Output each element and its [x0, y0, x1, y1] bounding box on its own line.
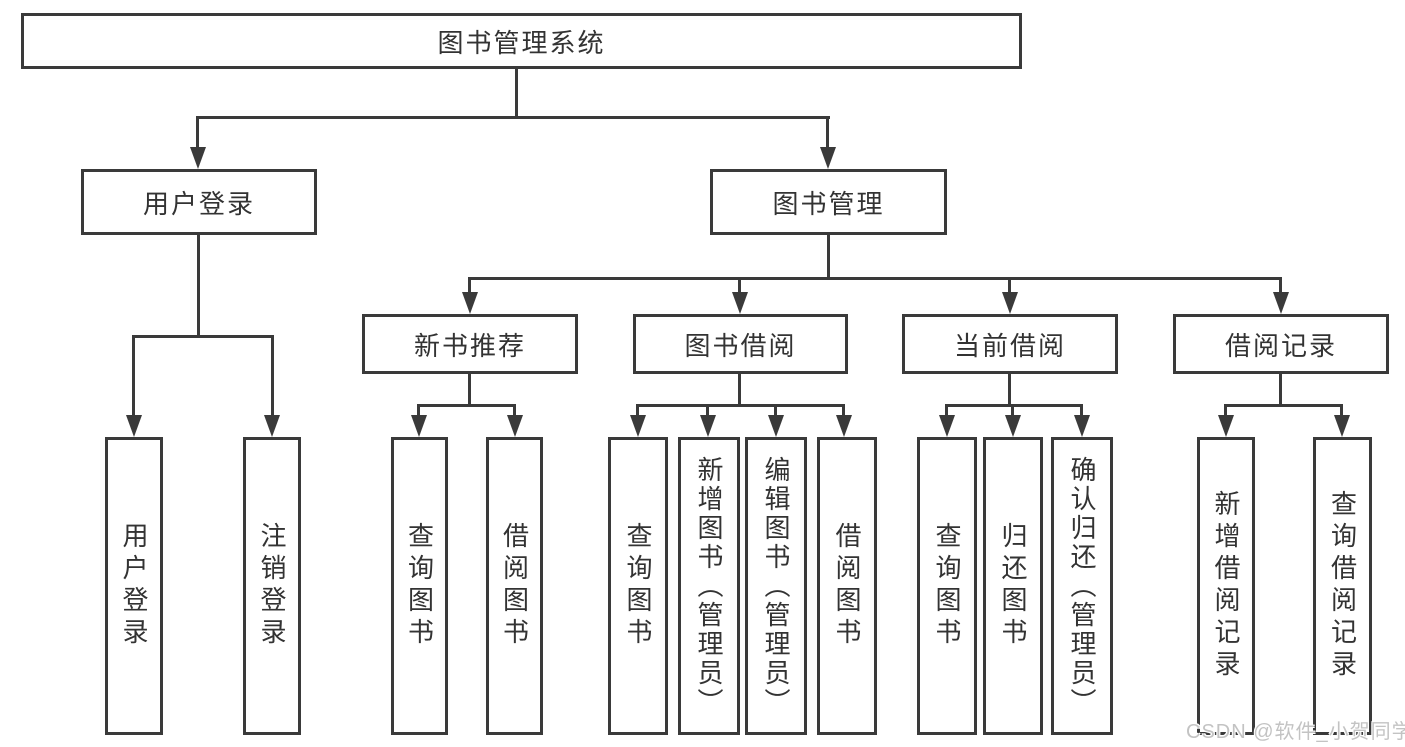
arrow-down-icon — [462, 292, 478, 314]
leaf-label: 新增图书（管理员） — [694, 455, 724, 717]
connector-borrowing-stem — [738, 372, 741, 406]
connector-current-stem — [1008, 372, 1011, 406]
leaf-label: 新增借阅记录 — [1211, 490, 1241, 682]
connector-user-login-drop-right — [271, 335, 274, 419]
node-borrowing-records: 借阅记录 — [1173, 314, 1389, 374]
arrow-down-icon — [700, 415, 716, 437]
node-current-borrowing: 当前借阅 — [902, 314, 1118, 374]
connector-book-mgmt-bar — [468, 277, 1282, 280]
arrow-down-icon — [1002, 292, 1018, 314]
leaf-label: 查询图书 — [404, 522, 435, 650]
arrow-down-icon — [507, 415, 523, 437]
connector-root-bar — [196, 116, 830, 119]
connector-records-bar — [1224, 404, 1343, 407]
leaf-label: 查询图书 — [623, 522, 653, 650]
node-query-books-borrowing: 查询图书 — [608, 437, 668, 735]
connector-user-login-drop-left — [132, 335, 135, 419]
node-library-management-system: 图书管理系统 — [21, 13, 1022, 69]
node-query-books-recommend: 查询图书 — [391, 437, 448, 735]
node-add-borrow-record: 新增借阅记录 — [1197, 437, 1255, 735]
leaf-label: 归还图书 — [998, 522, 1028, 650]
connector-newbook-bar — [417, 404, 516, 407]
arrow-down-icon — [411, 415, 427, 437]
leaf-label: 借阅图书 — [832, 522, 862, 650]
node-user-login: 用户登录 — [81, 169, 317, 235]
connector-book-mgmt-stem — [827, 235, 830, 279]
arrow-down-icon — [126, 415, 142, 437]
connector-current-bar — [945, 404, 1083, 407]
connector-root-drop-right — [826, 116, 829, 150]
node-edit-book-admin: 编辑图书（管理员） — [745, 437, 807, 735]
leaf-label: 查询图书 — [932, 522, 962, 650]
connector-user-login-bar — [132, 335, 274, 338]
node-add-book-admin: 新增图书（管理员） — [678, 437, 740, 735]
csdn-watermark: CSDN @软件_小贺同学 — [1186, 721, 1405, 743]
node-borrow-books-leaf: 借阅图书 — [817, 437, 877, 735]
arrow-down-icon — [768, 415, 784, 437]
connector-newbook-drop-2 — [513, 404, 516, 418]
connector-book-mgmt-drop-4 — [1279, 277, 1282, 295]
leaf-label: 注销登录 — [257, 522, 287, 650]
node-borrow-books-recommend: 借阅图书 — [486, 437, 543, 735]
leaf-label: 借阅图书 — [499, 522, 530, 650]
connector-book-mgmt-drop-3 — [1008, 277, 1011, 295]
connector-book-mgmt-drop-1 — [468, 277, 471, 295]
connector-current-drop-1 — [945, 404, 948, 418]
connector-records-drop-1 — [1224, 404, 1227, 418]
node-book-management: 图书管理 — [710, 169, 947, 235]
arrow-down-icon — [939, 415, 955, 437]
connector-borrowing-drop-3 — [774, 404, 777, 418]
connector-borrowing-bar — [636, 404, 845, 407]
node-query-borrow-record: 查询借阅记录 — [1313, 437, 1372, 735]
connector-records-stem — [1279, 372, 1282, 406]
node-user-login-leaf: 用户登录 — [105, 437, 163, 735]
arrow-down-icon — [264, 415, 280, 437]
leaf-label: 确认归还（管理员） — [1067, 455, 1097, 717]
connector-user-login-stem — [197, 235, 200, 337]
connector-root-drop-left — [196, 116, 199, 150]
connector-current-drop-3 — [1080, 404, 1083, 418]
arrow-down-icon — [190, 147, 206, 169]
arrow-down-icon — [1005, 415, 1021, 437]
arrow-down-icon — [630, 415, 646, 437]
connector-borrowing-drop-2 — [706, 404, 709, 418]
leaf-label: 查询借阅记录 — [1327, 490, 1358, 682]
connector-book-mgmt-drop-2 — [738, 277, 741, 295]
node-logout: 注销登录 — [243, 437, 301, 735]
node-book-borrowing: 图书借阅 — [633, 314, 848, 374]
arrow-down-icon — [820, 147, 836, 169]
arrow-down-icon — [1334, 415, 1350, 437]
leaf-label: 编辑图书（管理员） — [761, 455, 791, 717]
arrow-down-icon — [1074, 415, 1090, 437]
connector-current-drop-2 — [1011, 404, 1014, 418]
connector-borrowing-drop-4 — [842, 404, 845, 418]
arrow-down-icon — [836, 415, 852, 437]
node-query-books-current: 查询图书 — [917, 437, 977, 735]
connector-root-stem — [515, 69, 518, 118]
connector-newbook-drop-1 — [417, 404, 420, 418]
connector-borrowing-drop-1 — [636, 404, 639, 418]
node-confirm-return-admin: 确认归还（管理员） — [1051, 437, 1113, 735]
node-new-book-recommendation: 新书推荐 — [362, 314, 578, 374]
connector-newbook-stem — [468, 372, 471, 406]
leaf-label: 用户登录 — [119, 522, 149, 650]
arrow-down-icon — [1273, 292, 1289, 314]
node-return-book: 归还图书 — [983, 437, 1043, 735]
arrow-down-icon — [1218, 415, 1234, 437]
connector-records-drop-2 — [1340, 404, 1343, 418]
arrow-down-icon — [732, 292, 748, 314]
